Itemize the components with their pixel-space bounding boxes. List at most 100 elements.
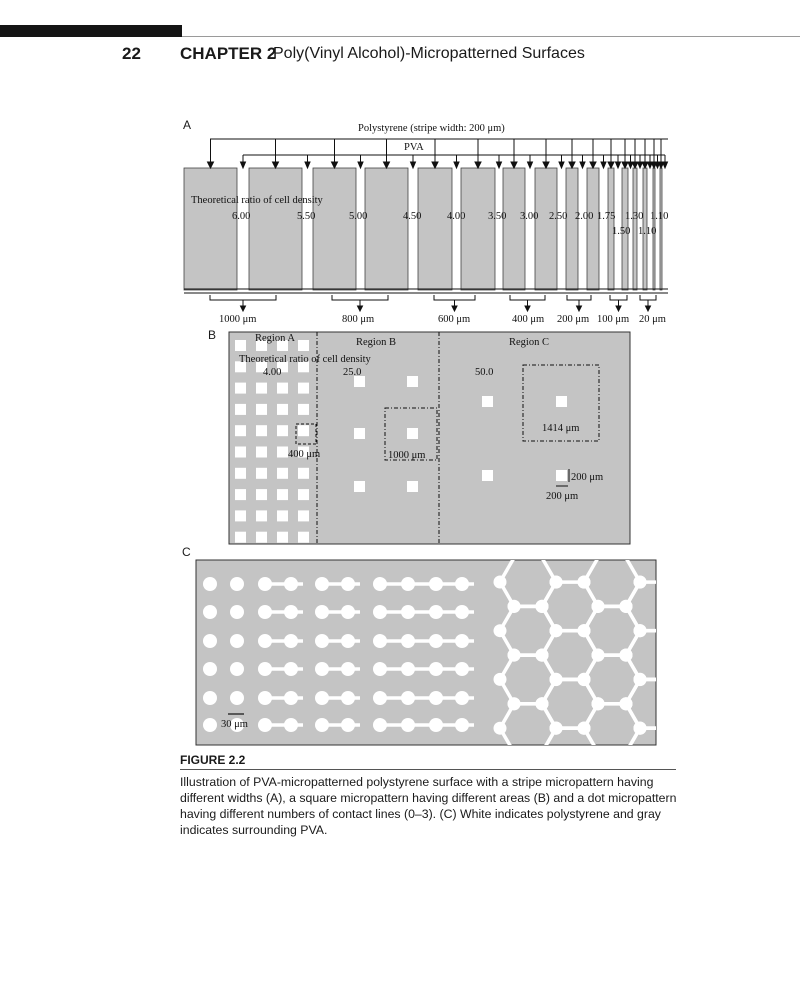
square-region-b: [354, 428, 365, 439]
square-region-a: [235, 382, 246, 394]
panel-b-squares: Region A Region B Region C Theoretical r…: [228, 331, 631, 545]
square-region-a: [298, 510, 309, 522]
dot: [401, 634, 415, 648]
panel-b-letter: B: [208, 328, 217, 342]
dot: [455, 691, 469, 705]
scale-bar-label: 30 μm: [221, 719, 248, 730]
dot: [258, 577, 272, 591]
square-region-a: [256, 361, 267, 373]
dot: [258, 662, 272, 676]
hex-dot: [535, 648, 549, 662]
dot: [401, 691, 415, 705]
hex-dot: [619, 599, 633, 613]
dot: [341, 691, 355, 705]
hex-dot: [577, 721, 591, 735]
dot: [203, 691, 217, 705]
pva-arrowhead: [495, 161, 503, 170]
pva-arrowhead: [304, 161, 311, 170]
ratio-label: 4.00: [447, 211, 465, 222]
hex-dot: [619, 648, 633, 662]
hex-dot: [633, 721, 647, 735]
hex-dot: [633, 624, 647, 638]
hex-dot: [577, 672, 591, 686]
caption-rule: [180, 769, 676, 770]
stripe-arrowhead: [542, 161, 550, 170]
square-region-a: [235, 446, 246, 458]
square-region-a: [235, 510, 246, 522]
hex-dot: [633, 673, 647, 687]
stripe: [534, 167, 558, 291]
width-bracket: [566, 295, 592, 301]
square-region-a: [277, 382, 288, 394]
width-label: 400 μm: [512, 314, 544, 325]
ratio-label: 2.50: [549, 211, 567, 222]
pva-arrowhead: [558, 161, 565, 170]
stripe: [364, 167, 409, 291]
dot: [230, 634, 244, 648]
dot: [455, 662, 469, 676]
header-bar: [0, 25, 182, 37]
square-region-a: [256, 340, 267, 351]
pva-arrowhead: [357, 161, 364, 170]
width-bracket-arrowhead: [644, 305, 652, 313]
square-region-a: [298, 446, 309, 458]
stripe-arrowhead: [621, 161, 629, 170]
dot: [429, 605, 443, 619]
page-number: 22: [122, 44, 141, 63]
square-width-label: 200 μm: [546, 491, 578, 502]
width-bracket-arrowhead: [615, 305, 622, 313]
square-region-a: [298, 340, 309, 351]
hex-dot: [507, 600, 521, 613]
stripe: [312, 167, 357, 291]
dot: [203, 577, 217, 591]
hex-dot: [549, 721, 563, 735]
hex-dot: [591, 600, 605, 613]
pva-arrowhead: [526, 161, 534, 170]
stripe-arrowhead: [641, 161, 649, 170]
hex-dot: [591, 648, 605, 662]
width-bracket: [209, 295, 277, 301]
stripe-arrowhead: [382, 161, 391, 170]
dot: [258, 718, 272, 732]
dot: [455, 577, 469, 591]
dot: [401, 718, 415, 732]
square-region-a: [256, 531, 267, 543]
dot: [429, 691, 443, 705]
square-region-a: [256, 467, 267, 479]
dot: [401, 605, 415, 619]
chapter-label: CHAPTER 2: [180, 44, 277, 63]
ratio-region-a: 4.00: [263, 367, 281, 378]
dot: [429, 577, 443, 591]
dot: [230, 605, 244, 619]
width-bracket: [433, 295, 476, 301]
square-region-a: [298, 403, 309, 415]
stripe-arrowhead: [607, 161, 615, 170]
width-label: 100 μm: [597, 314, 629, 325]
stripe: [183, 167, 238, 291]
hex-dot: [507, 697, 521, 711]
dot: [315, 577, 329, 591]
ratio-label: 1.75: [597, 211, 615, 222]
square-region-a: [256, 403, 267, 415]
width-bracket-arrowhead: [524, 305, 531, 313]
hex-dot: [633, 575, 647, 589]
square-region-c: [556, 470, 567, 481]
square-height-label: 200 μm: [571, 472, 603, 483]
dot: [203, 605, 217, 619]
square-region-a: [277, 446, 288, 458]
pva-arrowhead: [453, 161, 460, 170]
ratio-label: 1.30: [625, 211, 643, 222]
width-bracket-arrowhead: [575, 305, 583, 313]
ratio-label: 6.00: [232, 211, 250, 222]
dot: [284, 605, 298, 619]
stripe-arrowhead: [568, 161, 576, 170]
stripe-arrowhead: [589, 161, 597, 170]
square-region-b: [407, 376, 418, 387]
panel-a-letter: A: [183, 118, 192, 132]
stripe: [632, 167, 638, 291]
ratio-title-a: Theoretical ratio of cell density: [191, 195, 324, 206]
square-region-a: [256, 510, 267, 522]
width-bracket-arrowhead: [451, 305, 458, 313]
square-region-a: [298, 425, 309, 437]
dot: [373, 634, 387, 648]
